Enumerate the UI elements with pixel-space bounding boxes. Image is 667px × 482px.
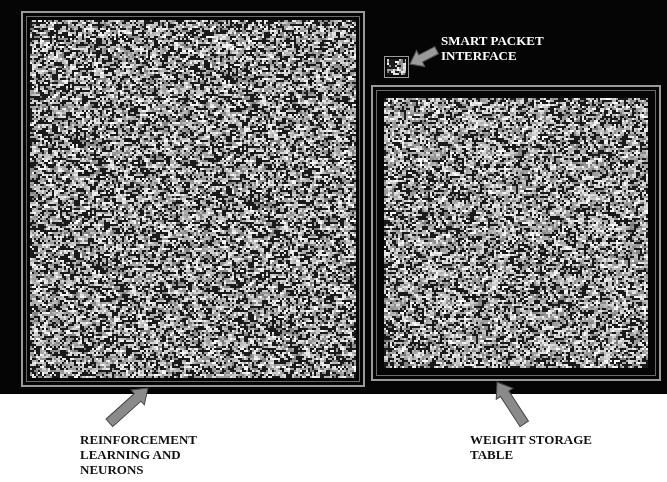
callout-label: REINFORCEMENT LEARNING AND NEURONS [80, 432, 230, 477]
pointer-arrow [103, 381, 155, 431]
chip-die-photo [0, 0, 667, 394]
pointer-arrow [489, 377, 533, 430]
callout-label: SMART PACKET INTERFACE [441, 33, 571, 63]
callout-label: WEIGHT STORAGE TABLE [470, 432, 610, 462]
pointer-arrow [406, 42, 441, 72]
